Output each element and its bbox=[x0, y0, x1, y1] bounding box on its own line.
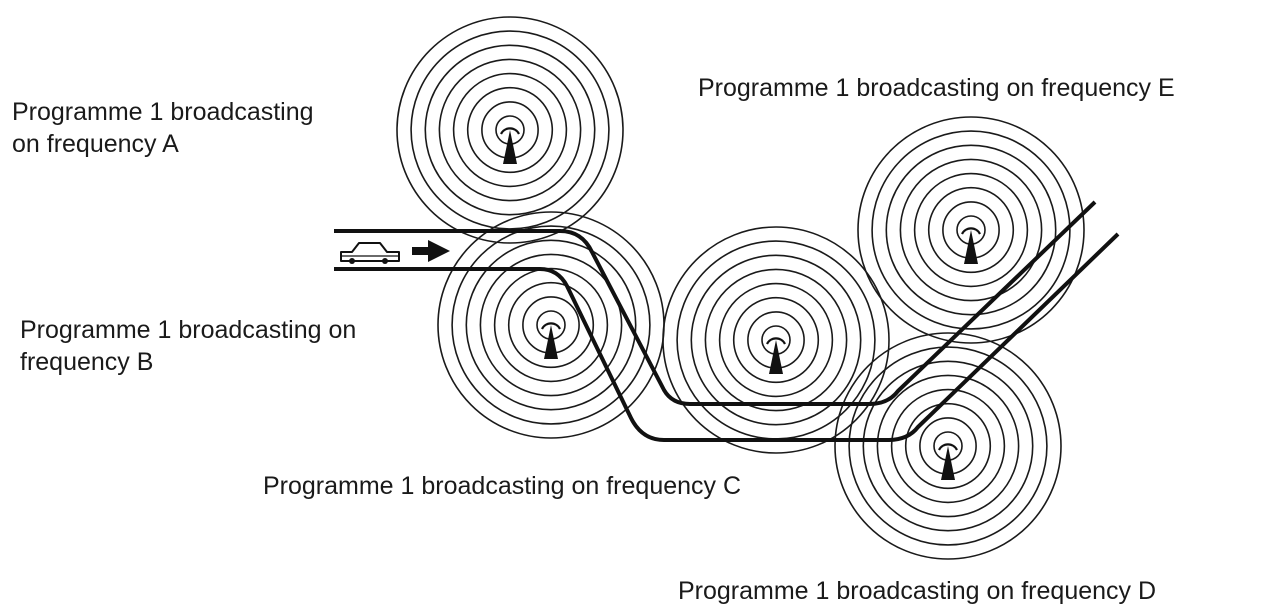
coverage-area-d bbox=[834, 332, 1062, 560]
coverage-ring bbox=[704, 268, 848, 412]
transmitter-mast-icon bbox=[541, 322, 561, 359]
coverage-ring bbox=[662, 226, 890, 454]
road-lower-edge bbox=[334, 232, 1120, 442]
coverage-ring bbox=[848, 346, 1048, 546]
coverage-ring bbox=[690, 254, 862, 426]
coverage-ring bbox=[507, 281, 595, 369]
coverage-ring bbox=[410, 30, 610, 230]
road-upper-edge bbox=[334, 200, 1097, 406]
coverage-ring bbox=[871, 130, 1071, 330]
coverage-ring bbox=[885, 144, 1057, 316]
coverage-ring bbox=[718, 282, 834, 398]
coverage-ring bbox=[876, 374, 1020, 518]
transmitter-mast-icon bbox=[500, 127, 520, 164]
coverage-ring bbox=[452, 72, 568, 188]
coverage-ring bbox=[904, 402, 992, 490]
label-frequency-c: Programme 1 broadcasting on frequency C bbox=[263, 472, 742, 500]
coverage-ring bbox=[424, 44, 596, 216]
coverage-ring bbox=[862, 360, 1034, 532]
transmitter-mast-icon bbox=[766, 337, 786, 374]
coverage-ring bbox=[396, 16, 624, 244]
coverage-area-a bbox=[396, 16, 624, 244]
transmitter-mast-icon bbox=[938, 443, 958, 480]
coverage-ring bbox=[451, 225, 651, 425]
arrow-right-icon bbox=[412, 240, 450, 262]
coverage-ring bbox=[899, 158, 1043, 302]
coverage-ring bbox=[465, 239, 637, 411]
coverage-area-c bbox=[662, 226, 890, 454]
coverage-ring bbox=[732, 296, 820, 384]
label-frequency-b: Programme 1 broadcasting on frequency B bbox=[20, 316, 357, 376]
coverage-ring bbox=[834, 332, 1062, 560]
coverage-area-b bbox=[437, 211, 665, 439]
coverage-ring bbox=[913, 172, 1029, 288]
coverage-ring bbox=[438, 58, 582, 202]
coverage-ring bbox=[927, 186, 1015, 274]
label-frequency-d: Programme 1 broadcasting on frequency D bbox=[678, 577, 1157, 605]
label-frequency-a: Programme 1 broadcasting on frequency A bbox=[12, 98, 314, 158]
road bbox=[334, 200, 1120, 442]
car-icon bbox=[340, 242, 400, 264]
coverage-area-e bbox=[857, 116, 1085, 344]
coverage-ring bbox=[890, 388, 1006, 504]
coverage-ring bbox=[479, 253, 623, 397]
coverage-ring bbox=[466, 86, 554, 174]
coverage-ring bbox=[857, 116, 1085, 344]
label-frequency-e: Programme 1 broadcasting on frequency E bbox=[698, 74, 1175, 102]
transmitter-mast-icon bbox=[961, 227, 981, 264]
coverage-ring bbox=[493, 267, 609, 383]
